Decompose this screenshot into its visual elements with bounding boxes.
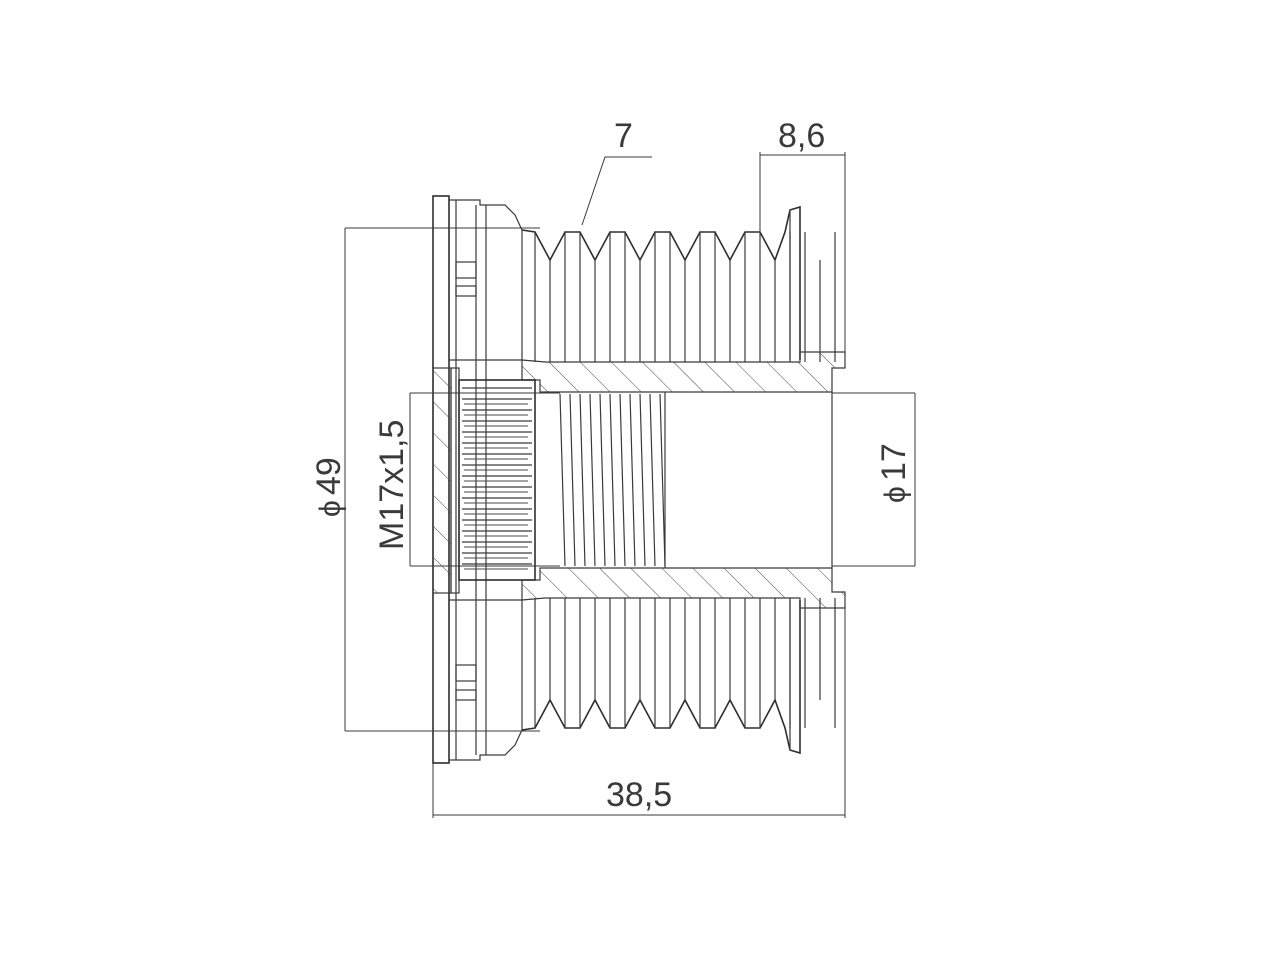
outer-diameter-label: ϕ 49 [310, 457, 348, 517]
groove-count-label: 7 [614, 117, 633, 155]
thread-line [659, 393, 666, 567]
thread-label: M17x1,5 [373, 420, 411, 550]
thread-line [589, 393, 596, 567]
thread-line [619, 393, 626, 567]
bore-diameter-label: ϕ 17 [875, 443, 913, 503]
thread-line [569, 393, 576, 567]
poly-v-grooves [521, 205, 836, 755]
thread-line [639, 393, 646, 567]
thread-value: M17x1,5 [373, 420, 411, 550]
thread-line [579, 393, 586, 567]
thread-line [599, 393, 606, 567]
outer-diameter-value: 49 [310, 457, 348, 495]
dimensions [344, 152, 916, 818]
thread-line [629, 393, 636, 567]
thread-line [649, 393, 656, 567]
outer-diameter-symbol: ϕ [314, 500, 347, 517]
thread-line [559, 393, 566, 567]
bore-diameter-symbol: ϕ [879, 486, 912, 503]
thread-line [609, 393, 616, 567]
hub-section [458, 351, 846, 609]
bore-diameter-value: 17 [875, 443, 913, 481]
overall-length-label: 38,5 [606, 776, 672, 814]
left-flange [432, 195, 523, 764]
flange-offset-label: 8,6 [778, 117, 825, 155]
